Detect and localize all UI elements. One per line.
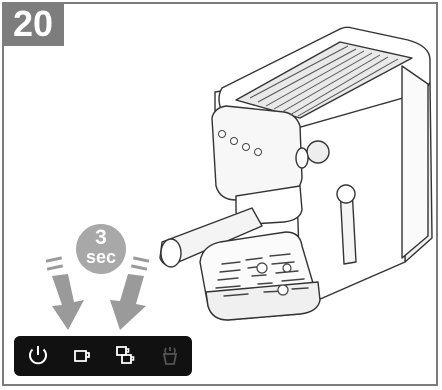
single-cup-icon — [74, 350, 90, 362]
power-icon — [29, 346, 47, 365]
step-number: 20 — [2, 2, 64, 46]
timer-unit: sec — [85, 247, 117, 267]
power-button[interactable] — [18, 336, 58, 376]
steam-button[interactable] — [150, 336, 190, 376]
timer-badge: 3 sec — [76, 224, 126, 274]
double-cup-icon — [116, 346, 135, 364]
water-tank — [401, 65, 429, 259]
control-panel — [14, 336, 192, 376]
double-cup-button[interactable] — [106, 336, 146, 376]
press-arrow-right — [110, 256, 150, 330]
steam-icon — [162, 347, 178, 365]
single-cup-button[interactable] — [62, 336, 102, 376]
timer-value: 3 — [95, 226, 107, 249]
press-arrow-left — [45, 256, 84, 330]
steam-knob — [306, 140, 330, 164]
portafilter-cap — [160, 238, 182, 268]
